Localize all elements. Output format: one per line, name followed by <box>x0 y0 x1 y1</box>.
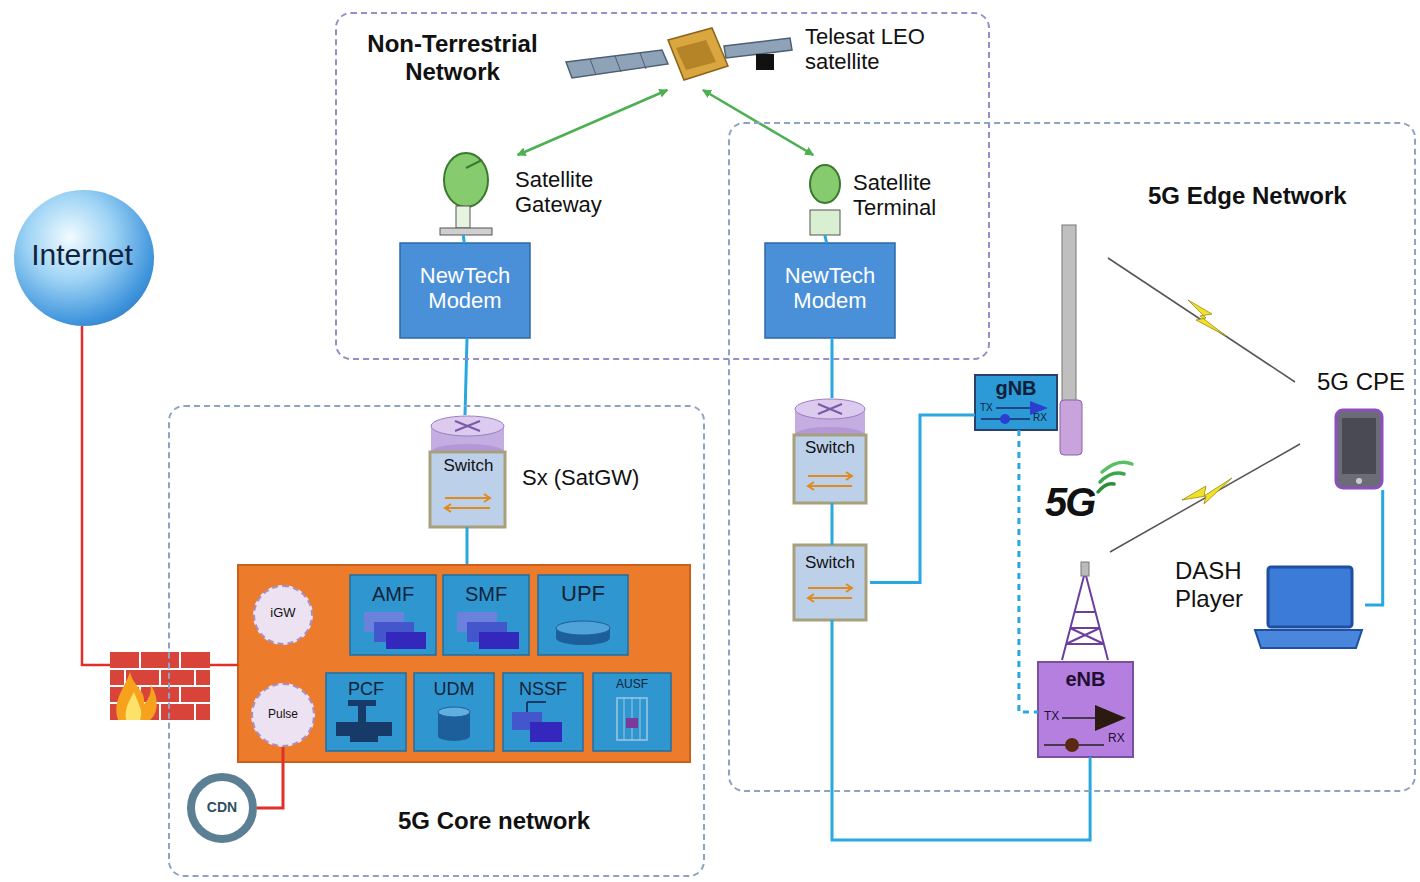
node-label: PCF <box>326 679 406 700</box>
connector <box>831 503 834 545</box>
function-box: AMF <box>350 575 440 655</box>
wireless-link <box>1108 258 1300 552</box>
satellite-gateway: Satellite Gateway <box>440 155 634 235</box>
node-label: AUSF <box>593 678 671 692</box>
node-label: CDN <box>195 799 249 815</box>
node-label: NewTech Modem <box>400 263 530 314</box>
function-box: UDM <box>414 673 498 751</box>
connector <box>257 747 283 808</box>
node-label: Satellite Terminal <box>853 170 968 221</box>
connector <box>1365 490 1383 605</box>
function-box: AUSF <box>593 673 675 751</box>
switch-icon <box>794 399 866 503</box>
5g-logo-arcs <box>1098 462 1132 492</box>
node-label: DASH Player <box>1175 557 1263 612</box>
connector <box>465 338 467 415</box>
gateway-circle: iGW <box>253 585 313 645</box>
satellite-icon <box>566 28 792 80</box>
node-label: NewTech Modem <box>765 263 895 314</box>
switch-icon <box>794 545 866 620</box>
cpe-device: 5G CPE <box>1310 368 1416 490</box>
function-box: PCF <box>326 673 410 751</box>
function-box: NSSF <box>503 673 587 751</box>
function-box <box>326 575 671 751</box>
node-label: 5G Core network <box>398 807 590 835</box>
node-sublabel: Sx (SatGW) <box>522 465 639 490</box>
connector <box>518 90 668 155</box>
laptop-icon <box>1255 567 1362 648</box>
node-label: Satellite Gateway <box>515 167 630 218</box>
node-label: iGW <box>255 606 311 621</box>
function-box: UPF <box>538 575 632 655</box>
switch-box: Switch Sx (SatGW) <box>428 415 668 527</box>
function-box: SMF <box>443 575 533 655</box>
network-region: 5G Edge Network gNB TX RX 5G CPE DASH Player e… <box>728 122 1416 792</box>
node-label: UDM <box>414 679 494 700</box>
node-sublabel: RX <box>1033 412 1047 424</box>
enb-box <box>1038 662 1133 757</box>
core-block <box>238 565 690 762</box>
firewall-icon <box>110 652 210 720</box>
node-label: 5G CPE <box>1310 368 1412 396</box>
logo-text: 5G <box>1045 480 1094 525</box>
connector <box>463 235 464 243</box>
connector <box>831 338 834 398</box>
cdn-circle: CDN <box>187 773 257 843</box>
network-region: 5G Core network Switch Sx (SatGW) iGW AMF SMF… <box>168 405 705 877</box>
node-label: Switch <box>794 438 866 458</box>
connector <box>825 235 827 243</box>
node-label: Internet <box>14 238 150 273</box>
node-label: SMF <box>443 583 529 606</box>
satellite: Telesat LEO satellite <box>565 22 959 90</box>
node-label: Switch <box>430 456 507 476</box>
gnb-box: gNB TX RX <box>975 375 1061 430</box>
node-label: NSSF <box>503 679 583 700</box>
modem-box <box>765 243 895 338</box>
antenna-base <box>1060 400 1082 455</box>
node-label: Telesat LEO satellite <box>805 24 955 75</box>
node-sublabel: RX <box>1108 732 1125 746</box>
network-region: Non-Terrestrial Network Telesat LEO satel… <box>335 12 990 360</box>
function-icon <box>336 612 647 742</box>
connector <box>832 620 1090 840</box>
modem-box: NewTech Modem <box>400 243 534 338</box>
tower-icon <box>1062 562 1108 660</box>
terminal-dish <box>810 165 840 235</box>
node-label: gNB <box>975 377 1057 400</box>
node-label: Pulse <box>253 708 313 722</box>
node-label: Non-Terrestrial Network <box>345 30 560 85</box>
internet-globe: Internet <box>14 190 154 326</box>
node-label: AMF <box>350 583 436 606</box>
connector <box>870 415 975 583</box>
node-label: Switch <box>794 553 866 573</box>
gateway-dish <box>440 153 492 235</box>
node-label: eNB <box>1038 668 1133 691</box>
internet-link <box>82 326 238 665</box>
node-sublabel: TX <box>980 402 993 414</box>
modem-box: NewTech Modem <box>765 243 899 338</box>
switch-box: Switch <box>794 398 870 503</box>
pulse-circle: Pulse <box>251 683 315 747</box>
phone-icon <box>1336 410 1382 488</box>
node-sublabel: TX <box>1044 710 1059 724</box>
node-label: 5G Edge Network <box>1148 182 1347 210</box>
link-line <box>466 527 469 565</box>
connector <box>1019 430 1038 712</box>
switch-box: Switch <box>794 545 870 620</box>
dash-player: DASH Player <box>1175 555 1365 650</box>
enb-box: eNB TX RX <box>1038 662 1137 757</box>
gnb-box <box>975 375 1057 430</box>
satellite-terminal: Satellite Terminal <box>805 155 970 235</box>
modem-box <box>400 243 530 338</box>
node-label: UPF <box>538 581 628 606</box>
antenna-pole <box>1062 225 1076 403</box>
